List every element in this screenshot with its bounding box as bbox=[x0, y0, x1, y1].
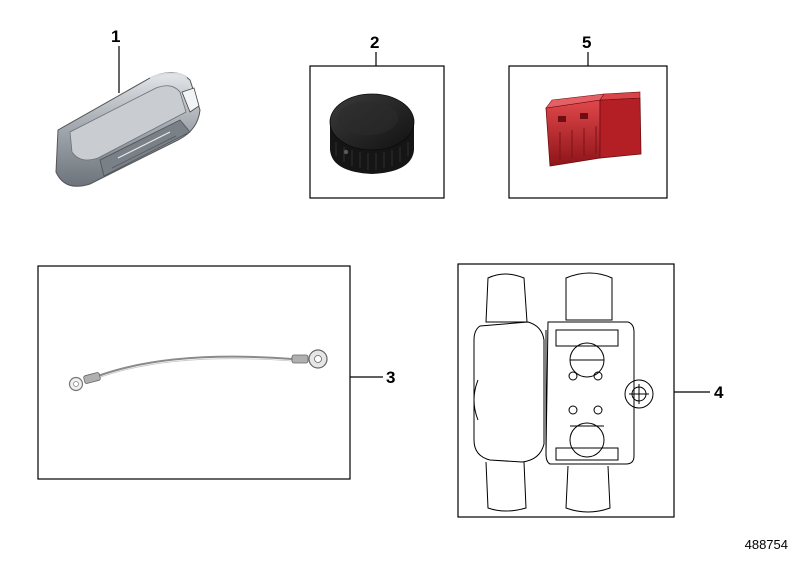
part-3-frame bbox=[37, 265, 351, 480]
callout-5: 5 bbox=[582, 33, 592, 52]
protective-cap-icon bbox=[55, 72, 201, 187]
part-4-connector-housing bbox=[457, 263, 710, 518]
part-2-round-cap bbox=[309, 52, 445, 199]
round-cap-icon bbox=[329, 93, 415, 174]
callout-2: 2 bbox=[370, 33, 380, 52]
wire-rope-icon bbox=[68, 349, 328, 392]
part-4-frame bbox=[457, 263, 675, 518]
callout-1: 1 bbox=[111, 27, 121, 46]
part-1-protective-cover bbox=[55, 46, 201, 187]
connector-housing-drawing-icon bbox=[473, 272, 654, 513]
part-5-frame bbox=[508, 65, 668, 199]
callout-3: 3 bbox=[386, 368, 396, 387]
part-5-red-connector bbox=[508, 52, 668, 199]
document-id: 488754 bbox=[744, 537, 788, 552]
part-2-frame bbox=[309, 65, 445, 199]
red-power-connector-icon bbox=[545, 91, 642, 167]
callout-4: 4 bbox=[714, 383, 724, 402]
part-3-wire-rope bbox=[37, 265, 383, 480]
